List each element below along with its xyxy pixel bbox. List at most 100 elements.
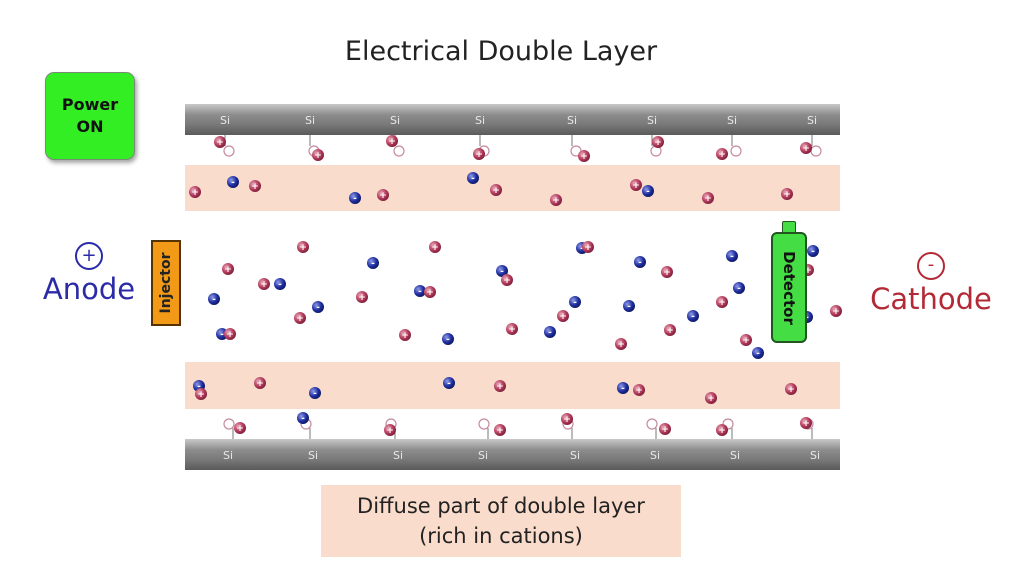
anion-sphere bbox=[544, 326, 556, 338]
cation-sphere bbox=[189, 186, 201, 198]
anion-charge: - bbox=[580, 244, 584, 254]
cation-ion: + bbox=[494, 424, 506, 436]
cation-ion: + bbox=[781, 188, 793, 200]
anion-charge: - bbox=[231, 178, 235, 188]
cation-sphere bbox=[716, 148, 728, 160]
cation-ion: + bbox=[716, 148, 728, 160]
silanol-oxygen bbox=[810, 145, 822, 157]
cation-charge: + bbox=[832, 307, 840, 317]
cation-ion: + bbox=[258, 278, 270, 290]
cation-sphere bbox=[356, 291, 368, 303]
si-label-bottom: Si bbox=[730, 449, 740, 462]
anode-label-group: + Anode bbox=[34, 242, 144, 306]
cation-ion: + bbox=[473, 148, 485, 160]
cation-charge: + bbox=[197, 390, 205, 400]
cation-charge: + bbox=[379, 191, 387, 201]
cation-sphere bbox=[214, 136, 226, 148]
anion-sphere bbox=[414, 285, 426, 297]
cation-sphere bbox=[294, 312, 306, 324]
cation-sphere bbox=[716, 296, 728, 308]
anion-sphere bbox=[297, 412, 309, 424]
cation-charge: + bbox=[802, 144, 810, 154]
cation-sphere bbox=[312, 149, 324, 161]
anion-sphere bbox=[274, 278, 286, 290]
si-label-bottom: Si bbox=[650, 449, 660, 462]
cation-charge: + bbox=[386, 426, 394, 436]
cation-sphere bbox=[702, 192, 714, 204]
anion-ion: - bbox=[634, 256, 646, 268]
anion-ion: - bbox=[496, 265, 508, 277]
cation-ion: + bbox=[399, 329, 411, 341]
caption-line1: Diffuse part of double layer bbox=[357, 494, 645, 518]
anion-charge: - bbox=[691, 312, 695, 322]
si-label-top: Si bbox=[220, 114, 230, 127]
anion-charge: - bbox=[447, 379, 451, 389]
anion-sphere bbox=[752, 347, 764, 359]
cation-ion: + bbox=[702, 192, 714, 204]
cation-sphere bbox=[494, 424, 506, 436]
cation-ion: + bbox=[800, 417, 812, 429]
cation-sphere bbox=[582, 241, 594, 253]
si-label-top: Si bbox=[807, 114, 817, 127]
cation-ion: + bbox=[224, 328, 236, 340]
anion-ion: - bbox=[274, 278, 286, 290]
anion-sphere bbox=[467, 172, 479, 184]
cation-ion: + bbox=[705, 392, 717, 404]
anion-sphere bbox=[687, 310, 699, 322]
cation-sphere bbox=[506, 323, 518, 335]
cation-charge: + bbox=[216, 138, 224, 148]
cation-ion: + bbox=[633, 384, 645, 396]
si-label-top: Si bbox=[305, 114, 315, 127]
anion-ion: - bbox=[309, 387, 321, 399]
cation-sphere bbox=[386, 135, 398, 147]
power-button-line2: ON bbox=[76, 117, 104, 136]
anion-charge: - bbox=[737, 284, 741, 294]
anion-ion: - bbox=[297, 412, 309, 424]
anion-charge: - bbox=[627, 302, 631, 312]
anion-charge: - bbox=[500, 267, 504, 277]
cation-ion: + bbox=[249, 180, 261, 192]
anion-charge: - bbox=[301, 414, 305, 424]
anion-ion: - bbox=[442, 333, 454, 345]
cation-charge: + bbox=[707, 394, 715, 404]
diffuse-layer-caption: Diffuse part of double layer (rich in ca… bbox=[321, 485, 681, 557]
anion-charge: - bbox=[730, 252, 734, 262]
cation-charge: + bbox=[496, 382, 504, 392]
silanol-oxygen bbox=[393, 145, 405, 157]
cation-ion: + bbox=[424, 286, 436, 298]
anion-ion: - bbox=[414, 285, 426, 297]
bottom-diffuse-layer bbox=[185, 362, 840, 409]
silanol-oxygen bbox=[730, 145, 742, 157]
anion-charge: - bbox=[548, 328, 552, 338]
power-on-button[interactable]: Power ON bbox=[45, 72, 135, 160]
anion-charge: - bbox=[756, 349, 760, 359]
cation-ion: + bbox=[550, 194, 562, 206]
cation-charge: + bbox=[358, 293, 366, 303]
anion-sphere bbox=[569, 296, 581, 308]
anion-charge: - bbox=[353, 194, 357, 204]
cation-sphere bbox=[224, 328, 236, 340]
cation-charge: + bbox=[635, 386, 643, 396]
anion-charge: - bbox=[638, 258, 642, 268]
anion-charge: - bbox=[446, 335, 450, 345]
cation-charge: + bbox=[742, 336, 750, 346]
cation-ion: + bbox=[356, 291, 368, 303]
cation-ion: + bbox=[386, 135, 398, 147]
cation-sphere bbox=[429, 241, 441, 253]
cation-charge: + bbox=[224, 265, 232, 275]
silanol-oxygen bbox=[646, 418, 658, 430]
anion-charge: - bbox=[371, 259, 375, 269]
cation-charge: + bbox=[661, 425, 669, 435]
anion-ion: - bbox=[617, 382, 629, 394]
si-label-bottom: Si bbox=[393, 449, 403, 462]
detector: Detector bbox=[771, 232, 807, 343]
cation-ion: + bbox=[294, 312, 306, 324]
cation-ion: + bbox=[384, 424, 396, 436]
cation-ion: + bbox=[740, 334, 752, 346]
anion-sphere bbox=[349, 192, 361, 204]
anion-ion: - bbox=[208, 293, 220, 305]
anion-sphere bbox=[443, 377, 455, 389]
cation-charge: + bbox=[314, 151, 322, 161]
anion-ion: - bbox=[227, 176, 239, 188]
power-button-line1: Power bbox=[61, 95, 119, 114]
